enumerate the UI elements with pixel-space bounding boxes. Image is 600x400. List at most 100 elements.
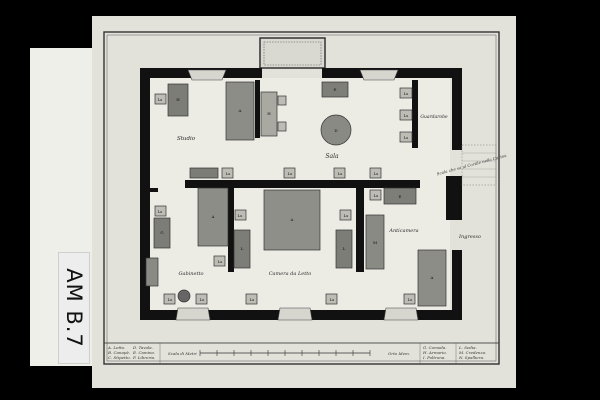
- furniture: [145, 81, 447, 307]
- scale-bar: [199, 350, 371, 356]
- legend-left: A. Letto. B. Canapè. C. Stipetto. D. Tav…: [107, 345, 155, 360]
- chair: [399, 131, 413, 143]
- letter-table: D: [334, 128, 337, 133]
- desk-studio: [260, 91, 278, 137]
- legend-item: L. Sedia.: [458, 345, 477, 350]
- legend-item: E. Camino.: [132, 350, 155, 355]
- credenza: [365, 214, 385, 270]
- bed-gabinetto: [197, 187, 229, 247]
- stool: [177, 289, 191, 303]
- archive-stamp: AM B.7: [58, 252, 90, 364]
- round-table: [320, 114, 352, 146]
- letter-camino: E: [334, 87, 337, 92]
- bed-studio: [225, 81, 255, 141]
- letter-armadio-2: H: [267, 111, 271, 116]
- chair: [283, 167, 296, 179]
- letter-bed-camera: A: [290, 217, 294, 222]
- legend-item: I. Poltrona.: [422, 355, 446, 360]
- letter-chair: Ls: [250, 297, 255, 302]
- legend-item: M. Credenza.: [458, 350, 486, 355]
- balcony-railing: [263, 41, 322, 66]
- chair: [195, 293, 208, 305]
- chair: [339, 209, 352, 221]
- letter-chair: Ls: [374, 193, 379, 198]
- letter-chair: Ls: [218, 259, 223, 264]
- letter-chair: Ls: [238, 213, 243, 218]
- letter-sedia: L: [241, 246, 244, 251]
- letter-credenza: M: [373, 240, 377, 245]
- legend-item: D. Tavola.: [132, 345, 153, 350]
- legend-item: F. Libreria.: [132, 355, 155, 360]
- letter-chair: Ls: [338, 171, 343, 176]
- chair: [369, 189, 382, 201]
- letter-chair: Ls: [404, 135, 409, 140]
- chair: [163, 293, 176, 305]
- letter-bed-studio: A: [238, 108, 242, 113]
- chair: [245, 293, 258, 305]
- letter-chair: Ls: [200, 297, 205, 302]
- letter-armadio: H: [176, 97, 180, 102]
- legend-item: N. Spalliera.: [458, 355, 484, 360]
- letter-chair: Ls: [408, 297, 413, 302]
- chair: [154, 93, 167, 105]
- letter-sedia-2: L: [343, 246, 346, 251]
- chair: [213, 255, 226, 267]
- chair: [234, 209, 247, 221]
- room-label-camera: Camera da Letto: [269, 271, 312, 277]
- letter-chair: Ls: [344, 213, 349, 218]
- legend-strip: [103, 342, 500, 365]
- room-label-ingresso: Ingresso: [458, 234, 481, 240]
- inner-frame: [106, 34, 497, 362]
- chair: [154, 205, 167, 217]
- armadio-studio: [167, 83, 189, 117]
- room-label-gabinetto: Gabinetto: [179, 271, 204, 277]
- letter-chair: Ls: [330, 297, 335, 302]
- canape: [145, 257, 159, 287]
- stairs: [461, 144, 497, 186]
- chair: [325, 293, 338, 305]
- letter-chair: Ls: [158, 209, 163, 214]
- letter-camino-2: E: [399, 194, 402, 199]
- legend-mid: Orto Idem.: [388, 351, 410, 356]
- camino-anticamera: [383, 187, 417, 205]
- legend-item: G. Comoda.: [423, 345, 446, 350]
- room-label-sala: Sala: [325, 153, 339, 160]
- chair: [277, 95, 287, 106]
- furniture-letters: A A A A D H H E E G M L L Ls Ls Ls Ls Ls…: [158, 87, 434, 302]
- legend-item: B. Canapè.: [107, 350, 130, 355]
- interior-walls: [140, 80, 460, 272]
- chair: [333, 167, 346, 179]
- armadio-camera-2: [335, 229, 353, 269]
- shelf: [189, 167, 219, 179]
- letter-comoda: G: [160, 230, 163, 235]
- balcony: [259, 37, 326, 69]
- bed-anticamera: [417, 249, 447, 307]
- legend-item: H. Armario.: [422, 350, 447, 355]
- chair: [403, 293, 416, 305]
- chair: [221, 167, 234, 179]
- window-recesses: [175, 69, 419, 321]
- legend-item: A. Letto.: [107, 345, 125, 350]
- room-label-studio: Studio: [177, 136, 196, 142]
- legend-right: G. Comoda. H. Armario. I. Poltrona. L. S…: [422, 345, 486, 360]
- chair: [399, 87, 413, 99]
- letter-chair: Ls: [404, 113, 409, 118]
- letter-chair: Ls: [404, 91, 409, 96]
- letter-chair: Ls: [226, 171, 231, 176]
- bed-camera: [263, 189, 321, 251]
- room-label-guardarobe: Guardarobe: [420, 114, 448, 120]
- letter-bed-gabinetto: A: [211, 214, 215, 219]
- armadio-camera: [233, 229, 251, 269]
- scale-label: Scala di Metri: [168, 351, 197, 356]
- legend-item: C. Stipetto.: [108, 355, 131, 360]
- chair: [369, 167, 382, 179]
- chair: [399, 109, 413, 121]
- letter-chair: Ls: [288, 171, 293, 176]
- room-label-anticamera: Anticamera: [388, 228, 418, 234]
- camino-sala: [321, 81, 349, 98]
- chair: [277, 121, 287, 132]
- letter-bed-anticamera: A: [430, 275, 434, 280]
- letter-chair: Ls: [374, 171, 379, 176]
- letter-chair: Ls: [158, 97, 163, 102]
